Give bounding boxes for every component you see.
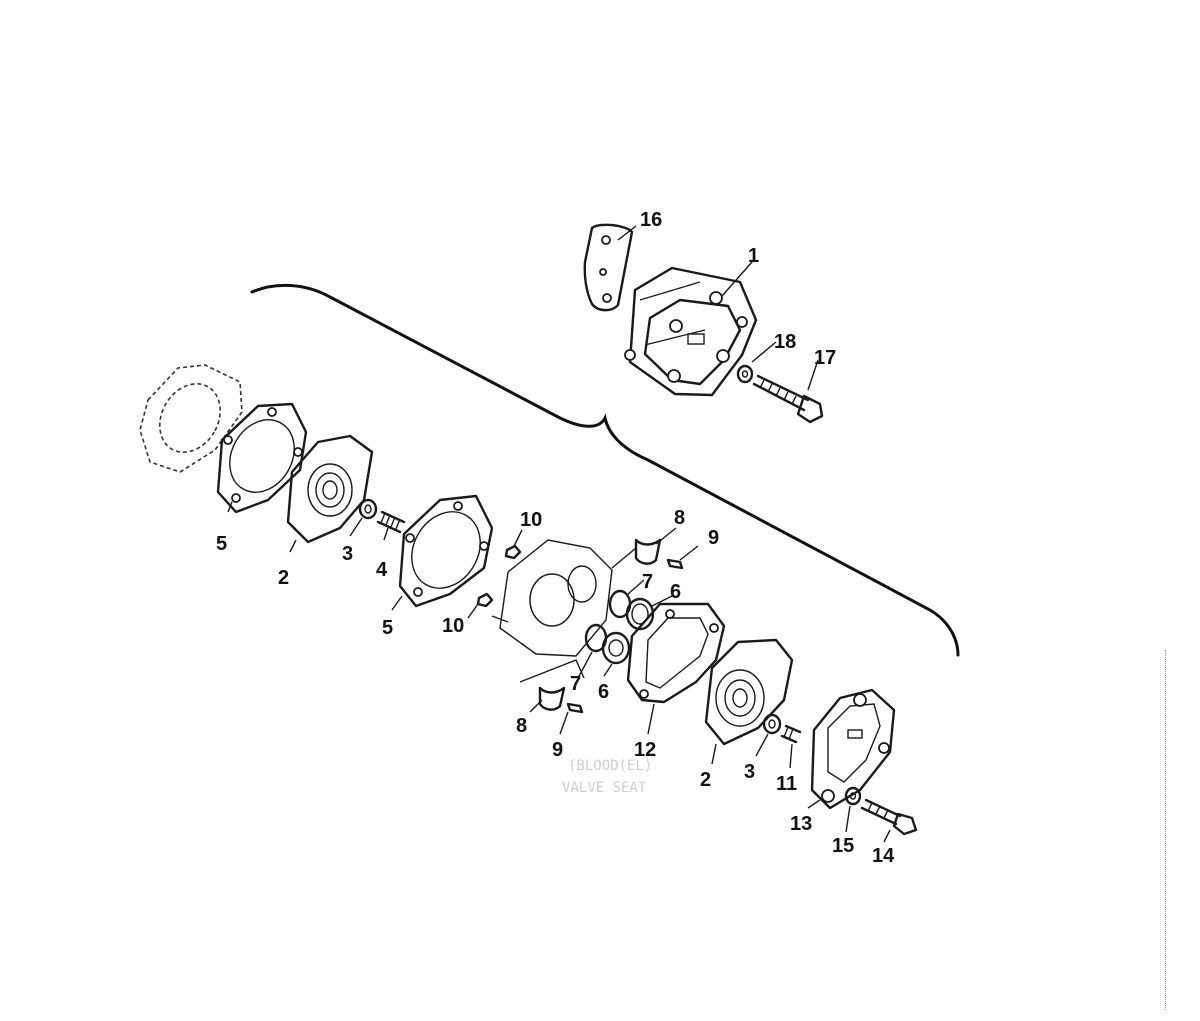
callout-3-left: 3: [342, 543, 353, 565]
leader-lines: [227, 225, 891, 843]
pump-body-part: [491, 539, 613, 657]
washer-part-18: [736, 364, 754, 384]
callout-7-lower: 7: [570, 673, 581, 695]
spring-part-11: [780, 724, 802, 744]
retainer-part-3-left: [358, 498, 378, 520]
cover-part-13: [810, 688, 896, 810]
callout-9-lower: 9: [552, 739, 563, 761]
callout-6-upper: 6: [670, 581, 681, 603]
ghost-text-1: (BLOOD(EL): [568, 758, 652, 774]
page-edge-rule: [1165, 650, 1166, 1010]
screw-part-10-lower: [476, 592, 494, 608]
diaphragm-part-2-right: [704, 638, 794, 746]
callout-18: 18: [774, 331, 796, 353]
callout-16: 16: [640, 209, 662, 231]
valve-part-6-upper: [625, 597, 655, 631]
callout-9-upper: 9: [708, 527, 719, 549]
callout-2-right: 2: [700, 769, 711, 791]
callout-7-upper: 7: [642, 571, 653, 593]
callout-14: 14: [872, 845, 895, 867]
assembly-brace: [250, 283, 960, 657]
valve-part-6-lower: [601, 631, 631, 665]
ghost-text-2: VALVE SEAT: [562, 780, 647, 796]
callout-10-lower: 10: [442, 615, 464, 637]
gasket-part-12: [626, 602, 726, 704]
fuel-pump-assembly-part: [624, 266, 758, 397]
gasket-part-5-left: [216, 402, 308, 514]
callout-11: 11: [776, 773, 797, 795]
callout-17: 17: [814, 347, 836, 369]
dashed-housing-outline: [139, 364, 243, 473]
callout-10-upper: 10: [520, 509, 542, 531]
screw-part-10-upper: [504, 544, 522, 560]
callout-8-upper: 8: [674, 507, 685, 529]
callout-8-lower: 8: [516, 715, 527, 737]
callout-2-left: 2: [278, 567, 289, 589]
callout-1: 1: [748, 245, 759, 267]
screw-part-9-lower: [566, 702, 584, 714]
callout-6-lower: 6: [598, 681, 609, 703]
callout-12: 12: [634, 739, 656, 761]
retainer-part-3-right: [762, 713, 782, 735]
bolt-part-14: [860, 798, 918, 836]
spring-part-4: [376, 510, 406, 534]
bolt-part-17: [752, 374, 824, 424]
screw-part-9-upper: [666, 558, 684, 570]
callout-5-left: 5: [216, 533, 227, 555]
gasket-part-5-center: [398, 494, 494, 608]
washer-part-15: [844, 786, 862, 806]
callout-13: 13: [790, 813, 812, 835]
callout-5-center: 5: [382, 617, 393, 639]
callout-4: 4: [376, 559, 388, 581]
gasket-plate-part: [583, 223, 634, 312]
callout-3-right: 3: [744, 761, 755, 783]
callout-15: 15: [832, 835, 854, 857]
clip-part-8-upper: [611, 538, 662, 569]
